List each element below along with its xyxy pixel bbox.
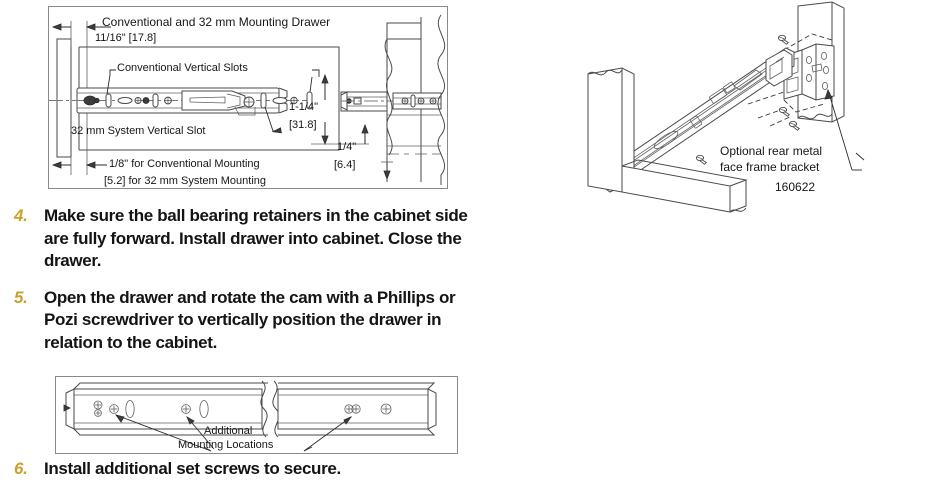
- rear-face-frame-bracket: [783, 43, 835, 101]
- mounting-holes-right: [344, 403, 392, 415]
- step-text: Make sure the ball bearing retainers in …: [44, 206, 468, 270]
- hidden-alignment-bottom: [783, 99, 825, 113]
- bottom-callout-line2: Mounting Locations: [178, 439, 274, 451]
- front-cabinet-stile: [587, 67, 635, 193]
- iso-callout-line2: face frame bracket: [720, 160, 820, 174]
- top-diagram-drawing: [49, 14, 446, 185]
- screw-hole: [181, 404, 191, 414]
- system-vertical-slot: [260, 92, 267, 109]
- cabinet-member-assembly: [340, 14, 446, 185]
- step-item: 4. Make sure the ball bearing retainers …: [14, 205, 514, 273]
- step-number: 5.: [14, 287, 28, 307]
- leader-conv-right: [312, 69, 320, 77]
- dim-right-inch: 1-1/4": [289, 101, 318, 113]
- bottom-callout-line1: Additional: [204, 425, 253, 437]
- callout-leader-top: [855, 152, 865, 161]
- screw-hole: [344, 404, 361, 414]
- leader-conv-left: [109, 69, 116, 75]
- screw-hole: [109, 404, 119, 414]
- conventional-vertical-slot-2: [306, 91, 313, 110]
- oval-slot: [125, 400, 135, 418]
- top-diagram-box: Conventional and 32 mm Mounting Drawer 1…: [48, 6, 448, 189]
- step-number: 4.: [14, 206, 28, 225]
- iso-diagram-drawing: [587, 1, 865, 213]
- hidden-alignment-top: [783, 33, 833, 51]
- dim-bottom-mm: [6.4]: [334, 159, 356, 171]
- mounting-note-line2: [5.2] for 32 mm System Mounting: [104, 175, 267, 187]
- slide-holes: [83, 90, 313, 116]
- exploded-screws: [695, 34, 801, 165]
- oval-slot: [199, 400, 209, 418]
- bottom-cabinet-rail: [621, 159, 748, 213]
- mounting-holes-left: [93, 400, 209, 418]
- dim-right-mm: [31.8]: [289, 119, 317, 131]
- iso-callout-line1: Optional rear metal: [720, 144, 823, 158]
- system-slot-label: 32 mm System Vertical Slot: [71, 125, 206, 137]
- instruction-steps-list: 4. Make sure the ball bearing retainers …: [14, 205, 514, 362]
- bottom-diagram-box: Additional Mounting Locations: [55, 376, 458, 454]
- conventional-slots-label: Conventional Vertical Slots: [117, 62, 248, 74]
- step-text: Open the drawer and rotate the cam with …: [44, 287, 456, 352]
- break-line: [260, 380, 280, 438]
- callout-leaders: [115, 414, 353, 452]
- iso-part-number: 160622: [775, 180, 816, 194]
- mounting-note-line1: 1/8" for Conventional Mounting: [109, 158, 260, 170]
- step-item: 5. Open the drawer and rotate the cam wi…: [14, 287, 514, 355]
- dim-top-label: 11/16" [17.8]: [95, 32, 157, 44]
- bottom-diagram-drawing: [63, 380, 437, 452]
- callout-leader: [827, 89, 853, 171]
- step-number: 6.: [14, 459, 28, 478]
- conventional-vertical-slot-1: [105, 93, 112, 108]
- step-item-6: 6. Install additional set screws to secu…: [14, 458, 514, 481]
- drawer-side-outline: [79, 46, 340, 151]
- wood-break-line-inner: [384, 38, 393, 156]
- screw-hole: [380, 403, 392, 415]
- dim-bottom-inch: 1/4": [337, 141, 357, 153]
- top-diagram-title: Conventional and 32 mm Mounting Drawer: [102, 15, 331, 29]
- step-text: Install additional set screws to secure.: [44, 459, 341, 478]
- drawer-front-panel: [56, 38, 72, 158]
- iso-diagram: Optional rear metal face frame bracket 1…: [580, 0, 932, 230]
- wood-break-line: [437, 14, 446, 185]
